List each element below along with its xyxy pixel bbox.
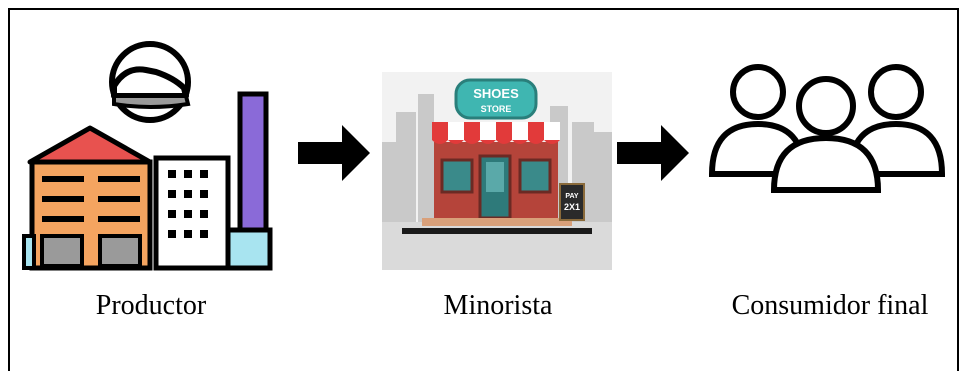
stage-label-consumer: Consumidor final — [731, 290, 929, 321]
people-icon — [708, 64, 946, 193]
shoe-icon — [109, 41, 191, 123]
store-sign-line1: SHOES — [473, 86, 519, 101]
diagram-frame — [8, 8, 959, 371]
store-board-line1: PAY — [565, 193, 579, 200]
stage-label-retailer: Minorista — [443, 290, 553, 321]
store-sign-line2: STORE — [481, 104, 512, 114]
arrow-right-icon — [298, 125, 370, 181]
factory-icon — [22, 41, 273, 271]
arrow-right-icon — [617, 125, 689, 181]
shoe-store-icon: SHOES STORE PAY 2X1 — [382, 72, 612, 270]
stage-label-producer: Productor — [95, 290, 207, 321]
store-board-line2: 2X1 — [564, 202, 580, 212]
